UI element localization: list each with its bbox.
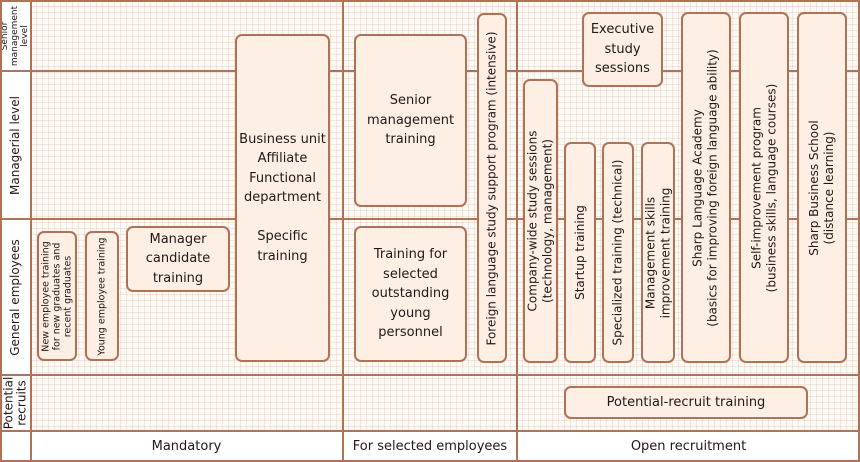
business-unit-specific-training-text: Business unit Affiliate Functional depar… <box>239 131 326 264</box>
grid-line-potential-footer <box>0 430 860 432</box>
row-label-potential-recruits-text: Potential recruits <box>1 376 29 430</box>
young-employee-training-text: Young employee training <box>96 236 108 356</box>
manager-candidate-training-text: Manager candidate training <box>145 231 211 286</box>
grid-line-managerial-general <box>0 218 860 220</box>
new-employee-training-text: New employee training for new graduates … <box>40 240 74 352</box>
management-skills-training-text: Management skills improvement training <box>643 187 673 318</box>
grid-line-bottom <box>0 460 860 462</box>
sharp-business-school-text: Sharp Business School (distance learning… <box>807 119 837 256</box>
grid-line-right <box>858 0 860 462</box>
grid-line-mandatory-selected <box>342 0 344 462</box>
col-label-selected-text: For selected employees <box>352 439 508 454</box>
potential-recruit-training-box: Potential-recruit training <box>564 386 808 419</box>
outstanding-young-personnel-training-text: Training for selected outstanding young … <box>371 247 450 341</box>
self-improvement-program-text: Self-improvement program (business skill… <box>749 83 778 292</box>
self-improvement-program-box: Self-improvement program (business skill… <box>739 12 789 363</box>
row-label-senior-management-text: Senior management level <box>0 5 31 66</box>
young-employee-training-box: Young employee training <box>85 231 119 361</box>
col-label-mandatory: Mandatory <box>30 431 343 462</box>
row-label-general-employees: General employees <box>0 219 30 375</box>
sharp-language-academy-box: Sharp Language Academy (basics for impro… <box>681 12 731 363</box>
senior-management-training-text: Senior management training <box>366 93 455 148</box>
col-label-selected: For selected employees <box>343 431 517 462</box>
executive-study-sessions-text: Executive study sessions <box>590 22 655 77</box>
row-label-senior-management: Senior management level <box>0 0 30 71</box>
executive-study-sessions-box: Executive study sessions <box>582 12 663 87</box>
grid-line-general-potential <box>0 374 860 376</box>
management-skills-training-box: Management skills improvement training <box>641 142 675 363</box>
foreign-language-study-support-text: Foreign language study support program (… <box>484 30 499 346</box>
company-wide-study-sessions-text: Company-wide study sessions (technology,… <box>525 130 555 312</box>
sharp-language-academy-text: Sharp Language Academy (basics for impro… <box>691 48 721 327</box>
outstanding-young-personnel-training-box: Training for selected outstanding young … <box>354 226 467 362</box>
col-label-open-recruitment: Open recruitment <box>517 431 860 462</box>
business-unit-specific-training-box: Business unit Affiliate Functional depar… <box>235 34 330 362</box>
col-label-mandatory-text: Mandatory <box>151 439 222 454</box>
row-label-managerial-text: Managerial level <box>7 95 22 195</box>
grid-line-top <box>0 0 860 2</box>
corner-cell <box>0 431 30 462</box>
specialized-training-box: Specialized training (technical) <box>602 142 634 363</box>
grid-line-left <box>0 0 2 462</box>
specialized-training-text: Specialized training (technical) <box>610 159 625 346</box>
row-label-managerial: Managerial level <box>0 71 30 219</box>
row-label-potential-recruits: Potential recruits <box>0 375 30 431</box>
row-label-general-employees-text: General employees <box>7 238 22 356</box>
col-label-open-recruitment-text: Open recruitment <box>630 439 747 454</box>
grid-line-label-column <box>30 0 32 462</box>
startup-training-box: Startup training <box>564 142 596 363</box>
startup-training-text: Startup training <box>572 205 587 300</box>
potential-recruit-training-text: Potential-recruit training <box>606 394 766 410</box>
company-wide-study-sessions-box: Company-wide study sessions (technology,… <box>523 79 558 363</box>
sharp-business-school-box: Sharp Business School (distance learning… <box>797 12 847 363</box>
grid-line-selected-open <box>516 0 518 462</box>
senior-management-training-box: Senior management training <box>354 34 467 207</box>
foreign-language-study-support-box: Foreign language study support program (… <box>477 13 507 363</box>
new-employee-training-box: New employee training for new graduates … <box>37 231 77 361</box>
manager-candidate-training-box: Manager candidate training <box>126 226 230 292</box>
